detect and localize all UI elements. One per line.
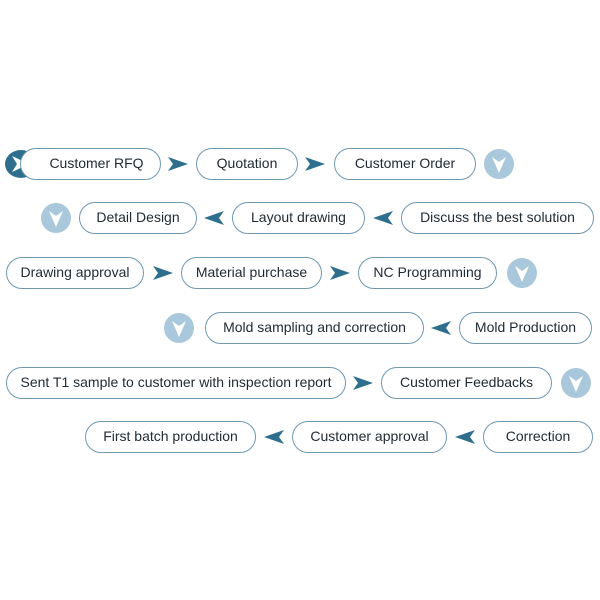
step-customer-approval: Customer approval: [292, 421, 447, 453]
step-detail-design: Detail Design: [79, 202, 197, 234]
arrow-down-circle-icon: [164, 313, 194, 343]
arrow-down-circle-icon: [561, 368, 591, 398]
arrow-left-icon: [455, 430, 475, 444]
step-customer-feedbacks: Customer Feedbacks: [381, 367, 552, 399]
step-quotation: Quotation: [196, 148, 298, 180]
step-layout-drawing: Layout drawing: [232, 202, 365, 234]
step-nc-programming: NC Programming: [358, 257, 497, 289]
arrow-down-circle-icon: [484, 149, 514, 179]
step-correction: Correction: [483, 421, 593, 453]
step-customer-order: Customer Order: [334, 148, 476, 180]
arrow-left-icon: [204, 211, 224, 225]
arrow-left-icon: [264, 430, 284, 444]
step-material-purchase: Material purchase: [181, 257, 322, 289]
arrow-left-icon: [373, 211, 393, 225]
arrow-left-icon: [431, 321, 451, 335]
arrow-down-circle-icon: [41, 203, 71, 233]
step-sent-t1-sample: Sent T1 sample to customer with inspecti…: [6, 367, 346, 399]
arrow-right-icon: [330, 266, 350, 280]
step-customer-rfq: Customer RFQ: [20, 148, 161, 180]
step-discuss-best-solution: Discuss the best solution: [401, 202, 594, 234]
arrow-right-icon: [353, 376, 373, 390]
step-first-batch-production: First batch production: [85, 421, 256, 453]
arrow-right-icon: [168, 157, 188, 171]
step-mold-production: Mold Production: [459, 312, 592, 344]
arrow-down-circle-icon: [507, 258, 537, 288]
arrow-right-icon: [305, 157, 325, 171]
arrow-right-icon: [153, 266, 173, 280]
step-mold-sampling-correction: Mold sampling and correction: [205, 312, 424, 344]
step-drawing-approval: Drawing approval: [6, 257, 144, 289]
